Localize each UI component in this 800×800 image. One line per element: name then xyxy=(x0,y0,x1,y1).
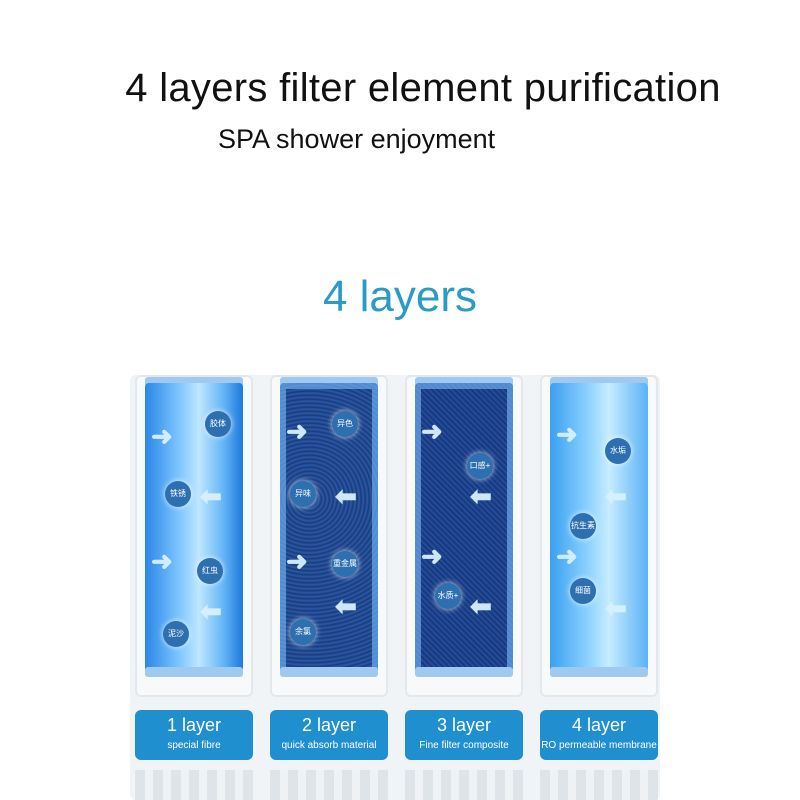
cartridge-bottom-cap xyxy=(550,667,648,677)
cartridge-top-cap xyxy=(415,377,513,387)
water-flow-arrow-icon: ⬅ xyxy=(200,481,222,511)
impurity-bubble: 胶体 xyxy=(205,411,231,437)
water-flow-arrow-icon: ⬅ xyxy=(335,591,357,621)
water-flow-arrow-icon: ⬅ xyxy=(605,593,627,623)
water-flow-arrow-icon: ➜ xyxy=(556,419,578,449)
layers-heading: 4 layers xyxy=(322,272,478,321)
cartridge-top-cap xyxy=(145,377,243,387)
water-flow-arrow-icon: ➜ xyxy=(151,421,173,451)
layer-label-3: 3 layer Fine filter composite xyxy=(405,710,523,760)
layer-number: 1 layer xyxy=(166,715,222,735)
layer-label-4: 4 layer RO permeable membrane xyxy=(540,710,658,760)
layer-material: Fine filter composite xyxy=(419,740,509,751)
impurity-bubble: 重金属 xyxy=(332,551,358,577)
water-flow-arrow-icon: ⬅ xyxy=(200,596,222,626)
cartridge-body: ➜ ⬅ ➜ ⬅ 异色 异味 重金属 余氯 xyxy=(280,383,378,673)
layer-material: quick absorb material xyxy=(281,740,377,751)
layer-number: 3 layer xyxy=(436,715,492,735)
water-flow-arrow-icon: ⬅ xyxy=(335,481,357,511)
cartridge-top-cap xyxy=(280,377,378,387)
water-flow-arrow-icon: ➜ xyxy=(151,546,173,576)
filter-cartridge-2: ➜ ⬅ ➜ ⬅ 异色 异味 重金属 余氯 xyxy=(270,375,388,697)
cartridge-body: ➜ ⬅ ➜ ⬅ 胶体 铁锈 红虫 泥沙 xyxy=(145,383,243,673)
impurity-bubble: 红虫 xyxy=(197,558,223,584)
cartridge-bottom-cap xyxy=(280,667,378,677)
water-flow-arrow-icon: ⬅ xyxy=(470,481,492,511)
housing-connector xyxy=(135,770,253,800)
cartridge-body: ➜ ⬅ ➜ ⬅ 口感+ 水质+ xyxy=(415,383,513,673)
housing-connector xyxy=(540,770,658,800)
impurity-bubble: 水质+ xyxy=(435,583,461,609)
water-flow-arrow-icon: ⬅ xyxy=(470,591,492,621)
impurity-bubble: 泥沙 xyxy=(163,621,189,647)
filter-cartridge-1: ➜ ⬅ ➜ ⬅ 胶体 铁锈 红虫 泥沙 xyxy=(135,375,253,697)
layer-label-2: 2 layer quick absorb material xyxy=(270,710,388,760)
water-flow-arrow-icon: ➜ xyxy=(286,416,308,446)
layer-material: RO permeable membrane xyxy=(541,740,657,751)
housing-connector xyxy=(270,770,388,800)
impurity-bubble: 口感+ xyxy=(467,453,493,479)
water-flow-arrow-icon: ➜ xyxy=(421,541,443,571)
impurity-bubble: 异味 xyxy=(290,481,316,507)
layer-number: 2 layer xyxy=(301,715,357,735)
impurity-bubble: 异色 xyxy=(332,411,358,437)
impurity-bubble: 细菌 xyxy=(570,578,596,604)
layer-label-1: 1 layer special fibre xyxy=(135,710,253,760)
page-subtitle: SPA shower enjoyment xyxy=(218,124,496,154)
filter-cartridge-3: ➜ ⬅ ➜ ⬅ 口感+ 水质+ xyxy=(405,375,523,697)
water-flow-arrow-icon: ➜ xyxy=(556,541,578,571)
cartridge-bottom-cap xyxy=(145,667,243,677)
page-title: 4 layers filter element purification xyxy=(125,66,721,110)
filter-cartridge-4: ➜ ⬅ ➜ ⬅ 水垢 抗生素 细菌 xyxy=(540,375,658,697)
water-flow-arrow-icon: ➜ xyxy=(421,416,443,446)
impurity-bubble: 水垢 xyxy=(605,438,631,464)
cartridge-body: ➜ ⬅ ➜ ⬅ 水垢 抗生素 细菌 xyxy=(550,383,648,673)
impurity-bubble: 余氯 xyxy=(290,619,316,645)
cartridge-bottom-cap xyxy=(415,667,513,677)
water-flow-arrow-icon: ➜ xyxy=(286,546,308,576)
impurity-bubble: 铁锈 xyxy=(165,481,191,507)
layer-material: special fibre xyxy=(167,740,221,751)
impurity-bubble: 抗生素 xyxy=(570,513,596,539)
cartridge-top-cap xyxy=(550,377,648,387)
filter-illustration: ➜ ⬅ ➜ ⬅ 胶体 铁锈 红虫 泥沙 ➜ ⬅ ➜ ⬅ 异色 异味 重金属 余氯… xyxy=(130,375,660,800)
water-flow-arrow-icon: ⬅ xyxy=(605,481,627,511)
layer-number: 4 layer xyxy=(571,715,627,735)
housing-connector xyxy=(405,770,523,800)
